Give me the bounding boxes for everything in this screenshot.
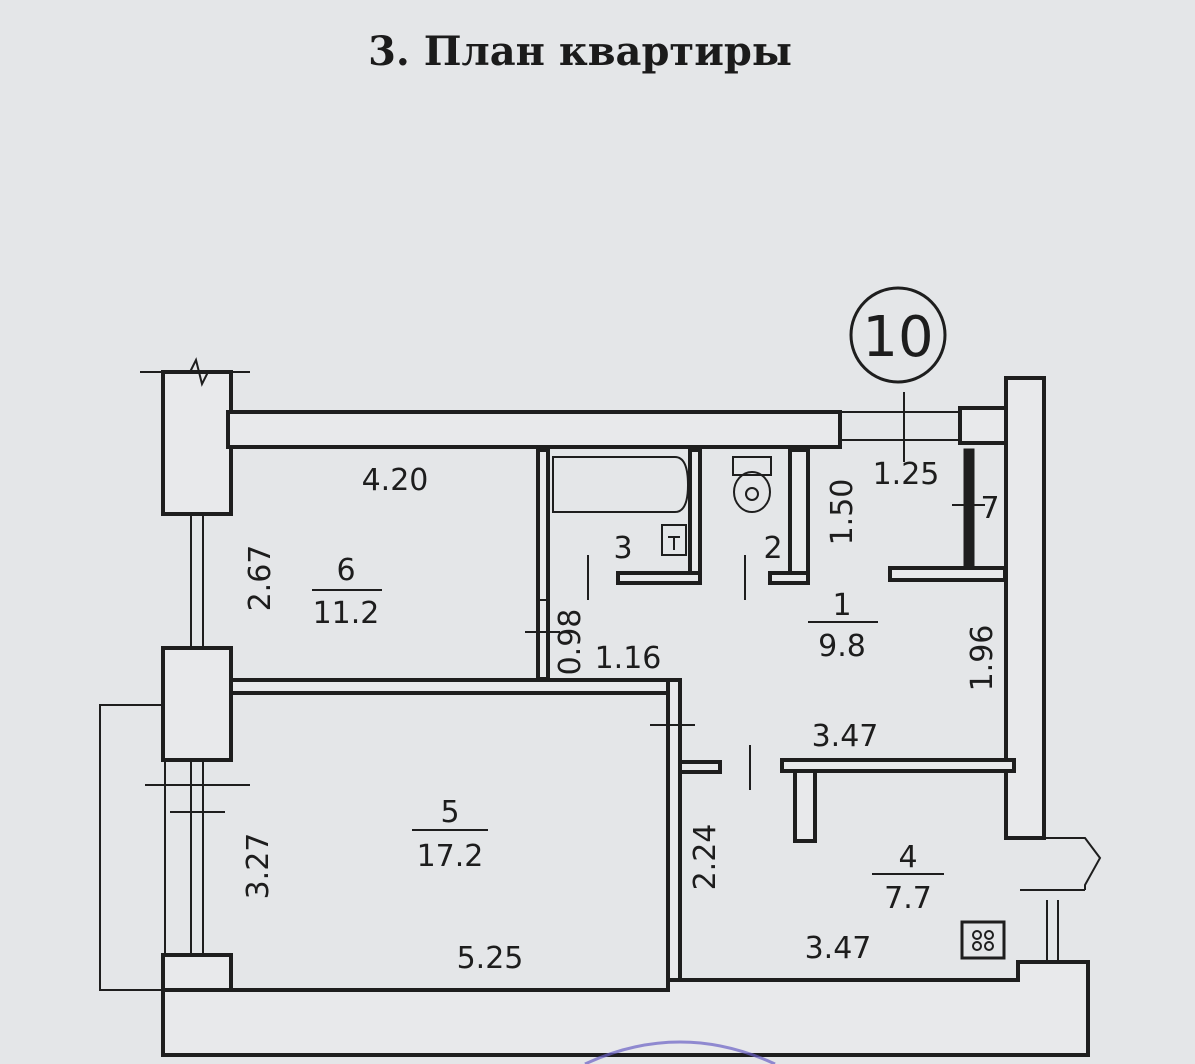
toilet-icon — [732, 456, 772, 513]
room4-number: 4 — [898, 840, 917, 875]
apartment-number-circle — [849, 286, 947, 384]
wall-room4-top-left — [678, 760, 722, 774]
wall-break-right — [1044, 837, 1102, 890]
dim-room6-width: 4.20 — [362, 463, 429, 498]
dim-niche-width: 1.16 — [595, 641, 662, 676]
wall-bath-bottom — [616, 571, 702, 585]
wall-wc-closet — [788, 448, 810, 582]
bottom-wall — [161, 960, 1090, 1057]
page-title: 3. План квартиры — [368, 28, 792, 75]
wall-room6-bath — [536, 448, 550, 682]
top-wall — [226, 410, 842, 449]
dim-room5-width: 5.25 — [457, 941, 524, 976]
room4-area: 7.7 — [884, 881, 932, 916]
window-room5 — [145, 760, 250, 955]
room5-area: 17.2 — [417, 839, 484, 874]
bathtub-icon — [552, 456, 690, 513]
window-room6 — [190, 514, 204, 648]
door-markers — [525, 504, 985, 790]
dim-room4-depth: 2.24 — [688, 824, 723, 891]
room6-area: 11.2 — [313, 596, 380, 631]
dim-room6-depth: 2.67 — [243, 545, 278, 612]
top-right-pier — [958, 406, 1010, 445]
sink-icon — [661, 524, 687, 556]
wall-room4-top-right — [780, 758, 1016, 773]
ventilation-icon — [960, 920, 1006, 960]
window-room4 — [1020, 889, 1085, 965]
top-opening — [840, 392, 960, 462]
dim-room4-width: 3.47 — [805, 931, 872, 966]
wall-room5-room6 — [229, 678, 676, 695]
wall-break-left — [140, 357, 250, 387]
dim-hall-width: 3.47 — [812, 719, 879, 754]
stamp-edge — [584, 1040, 776, 1064]
wall-room5-room4 — [666, 678, 682, 982]
room6-number: 6 — [336, 553, 355, 588]
left-wall-pier — [161, 646, 233, 762]
room4-pier — [793, 769, 817, 843]
niche-post — [537, 599, 549, 679]
wall-wc-bottom — [768, 571, 810, 585]
left-wall-upper — [161, 370, 233, 516]
dim-niche-depth: 0.98 — [553, 609, 588, 676]
room1-number: 1 — [832, 588, 851, 623]
dim-hall-depth: 1.96 — [965, 625, 1000, 692]
room5-number: 5 — [440, 795, 459, 830]
dim-room5-depth: 3.27 — [241, 833, 276, 900]
room2-number: 2 — [763, 531, 782, 566]
apartment-number: 10 — [862, 305, 933, 370]
room7-number: 7 — [980, 491, 999, 526]
wall-bath-wc — [688, 448, 702, 582]
dim-closet-depth: 1.50 — [825, 479, 860, 546]
room1-area: 9.8 — [818, 629, 866, 664]
room3-number: 3 — [613, 531, 632, 566]
wall-closet-bottom — [888, 566, 1007, 582]
dim-closet-width: 1.25 — [873, 457, 940, 492]
left-wall-lower — [161, 953, 233, 992]
balcony-outline — [99, 704, 166, 991]
wall-closet-right — [963, 448, 975, 567]
